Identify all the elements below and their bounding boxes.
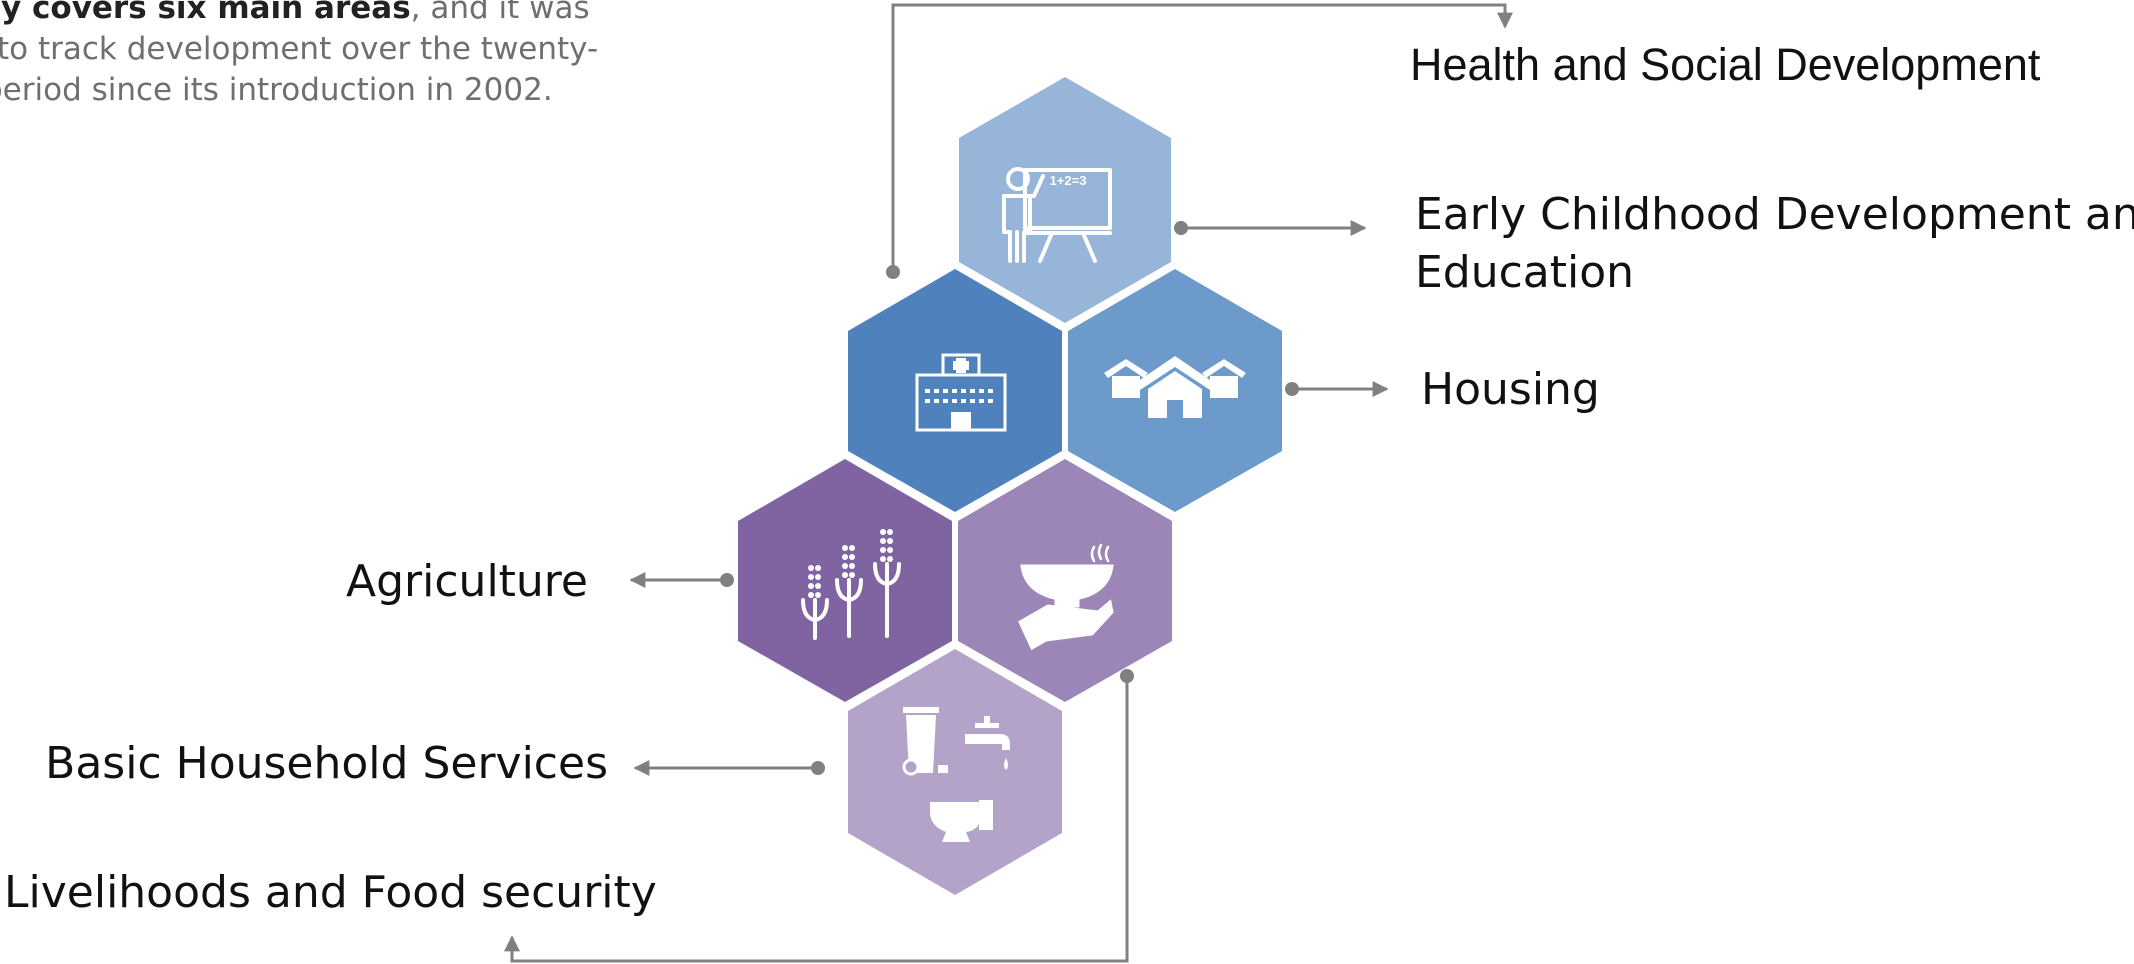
bin-tap-toilet-icon: [902, 707, 1010, 842]
connectors: [504, 3, 1513, 963]
houses-icon: [1104, 356, 1246, 418]
dot-agriculture: [720, 573, 734, 587]
intro-line-3: period since its introduction in 2002.: [0, 72, 553, 108]
label-ecd-line-1: Early Childhood Development and: [1415, 189, 2134, 240]
dot-ecd: [1174, 221, 1188, 235]
label-ecd-line-2: Education: [1415, 247, 1635, 298]
dot-health: [886, 265, 900, 279]
hexagon-agriculture: [738, 459, 952, 702]
hospital-icon: [915, 353, 1007, 432]
intro-line-1-rest: , and it was: [410, 0, 590, 26]
label-health-social-development: Health and Social Development: [1410, 39, 2041, 90]
bowl-hand-icon: [1018, 543, 1114, 651]
label-agriculture: Agriculture: [346, 556, 588, 607]
wheat-icon: [801, 529, 901, 640]
connector-livelihoods: [504, 676, 1129, 963]
hexagon-education: [959, 77, 1171, 323]
intro-line-1: ey covers six main areas, and it was: [0, 0, 640, 29]
label-basic-household-services: Basic Household Services: [45, 738, 608, 789]
intro-paragraph: ey covers six main areas, and it was to …: [0, 0, 640, 111]
connector-dots: [720, 221, 1299, 775]
label-livelihoods-food-security: Livelihoods and Food security: [4, 867, 657, 918]
label-housing: Housing: [1421, 364, 1600, 415]
dot-basic-services: [811, 761, 825, 775]
connector-health: [891, 3, 1513, 272]
dot-livelihoods: [1120, 669, 1134, 683]
board-text: 1+2=3: [1050, 173, 1087, 188]
intro-bold-text: ey covers six main areas: [0, 0, 411, 26]
intro-line-2: to track development over the twenty-: [0, 31, 599, 67]
dot-housing: [1285, 382, 1299, 396]
teacher-board-icon: 1+2=3: [1002, 167, 1112, 263]
hexagon-services: [848, 649, 1062, 895]
